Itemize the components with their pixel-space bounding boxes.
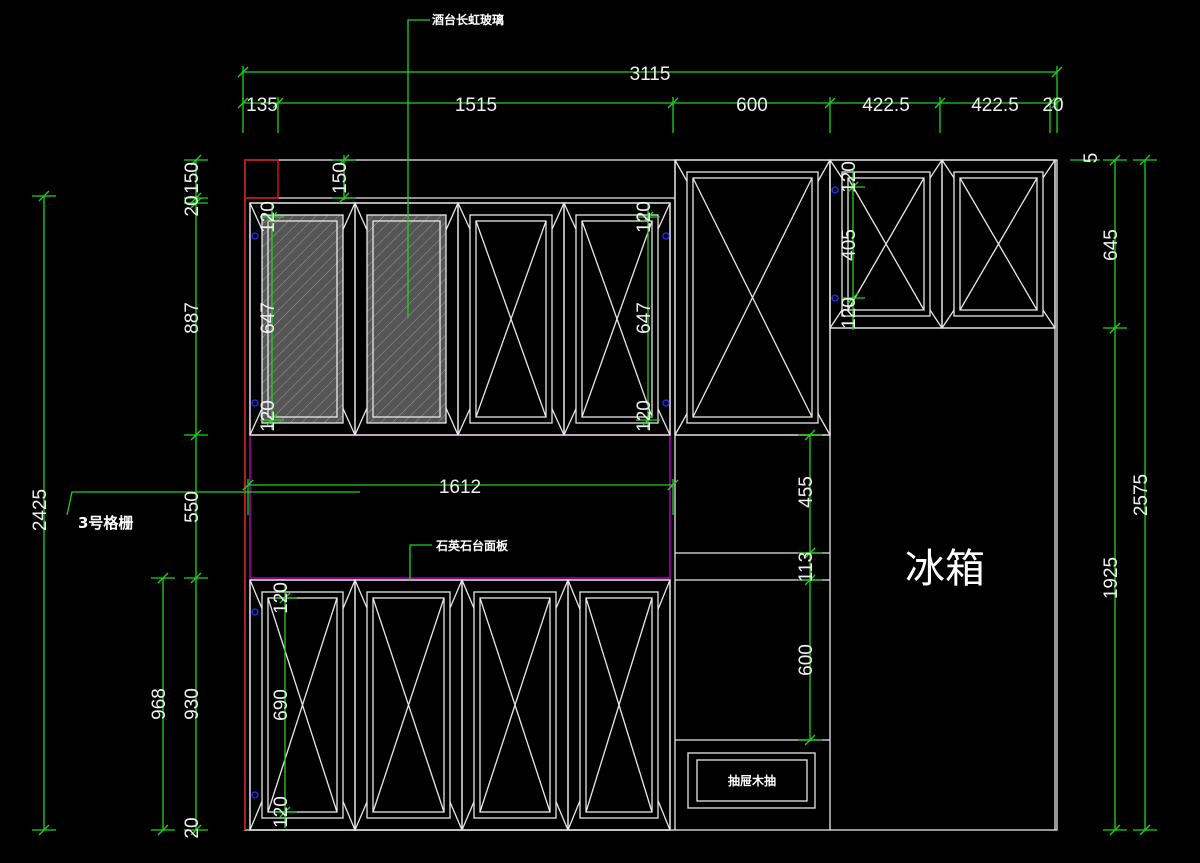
dim-600: 600 xyxy=(736,95,768,116)
hinge-marker xyxy=(662,232,670,240)
hinge-marker xyxy=(251,232,259,240)
cabinet-door xyxy=(354,202,459,436)
dim-968: 968 xyxy=(149,688,170,720)
top-note: 酒台长虹玻璃 xyxy=(432,12,504,27)
cabinet-doors xyxy=(249,159,1056,831)
fridge-label: 冰箱 xyxy=(905,546,985,592)
drawer-note: 抽屉木抽 xyxy=(728,773,776,788)
dim-120-f: 120 xyxy=(839,297,860,329)
dim-1612: 1612 xyxy=(439,477,481,498)
dim-120-g: 120 xyxy=(271,582,292,614)
hinge-marker xyxy=(251,399,259,407)
cabinet-door xyxy=(249,579,356,831)
dim-120-d: 120 xyxy=(634,400,655,432)
hinge-marker xyxy=(662,399,670,407)
hinge-marker xyxy=(831,186,839,194)
dim-120-c: 120 xyxy=(634,201,655,233)
dim-2575: 2575 xyxy=(1131,474,1152,516)
dim-113: 113 xyxy=(796,552,817,582)
dim-150-top: 150 xyxy=(182,162,203,194)
leader-lines xyxy=(66,19,432,580)
hinge-marker xyxy=(251,791,259,799)
dim-647-b: 647 xyxy=(634,302,655,334)
dimension-texts: 3115 135 1515 600 422.5 422.5 20 1612 xyxy=(246,64,1063,498)
dim-690: 690 xyxy=(271,689,292,721)
dim-930: 930 xyxy=(182,688,203,720)
panel-note: 石英石台面板 xyxy=(435,538,509,553)
open-shelf xyxy=(249,434,671,579)
cabinet-door xyxy=(829,159,943,329)
dim-1515: 1515 xyxy=(455,95,497,116)
dim-550: 550 xyxy=(182,491,203,523)
cabinet-door xyxy=(563,202,671,436)
dim-20-bottom: 20 xyxy=(182,817,203,838)
dim-422-right: 422.5 xyxy=(971,95,1019,116)
dim-1925: 1925 xyxy=(1101,557,1122,599)
dim-150: 150 xyxy=(330,162,351,194)
dim-647-a: 647 xyxy=(258,302,279,334)
drawer: 抽屉木抽 xyxy=(687,752,816,809)
dim-120-h: 120 xyxy=(271,796,292,828)
dim-120-b: 120 xyxy=(258,400,279,432)
dim-20: 20 xyxy=(1042,95,1063,116)
cabinet-door xyxy=(249,202,356,436)
cabinet-door xyxy=(674,159,831,436)
dim-645: 645 xyxy=(1101,229,1122,261)
dimension-ticks xyxy=(32,66,1157,836)
cabinet-door xyxy=(461,579,569,831)
cabinet-door xyxy=(457,202,565,436)
dim-600-mid: 600 xyxy=(796,644,817,676)
cabinet-door xyxy=(354,579,463,831)
hinge-marker xyxy=(831,294,839,302)
corner-marker xyxy=(244,159,279,199)
dim-135: 135 xyxy=(246,95,278,116)
dim-887: 887 xyxy=(182,302,203,334)
dim-total-width: 3115 xyxy=(630,64,671,85)
dim-120-a: 120 xyxy=(258,201,279,233)
dim-120-e: 120 xyxy=(839,161,860,193)
hinge-marker xyxy=(251,608,259,616)
dim-5: 5 xyxy=(1081,153,1102,164)
cabinet-door xyxy=(567,579,671,831)
dim-2425: 2425 xyxy=(30,489,51,531)
cabinet-door xyxy=(941,159,1056,329)
dim-455: 455 xyxy=(796,476,817,508)
dim-405: 405 xyxy=(839,229,860,261)
vertical-dimension-texts: 2425 887 550 930 968 20 20 150 150 645 1… xyxy=(30,153,1152,839)
dim-20-top: 20 xyxy=(182,195,203,216)
cabinet-number-label: 3号格栅 xyxy=(78,514,133,532)
dim-422-left: 422.5 xyxy=(862,95,910,116)
dimension-lines xyxy=(43,71,1146,830)
